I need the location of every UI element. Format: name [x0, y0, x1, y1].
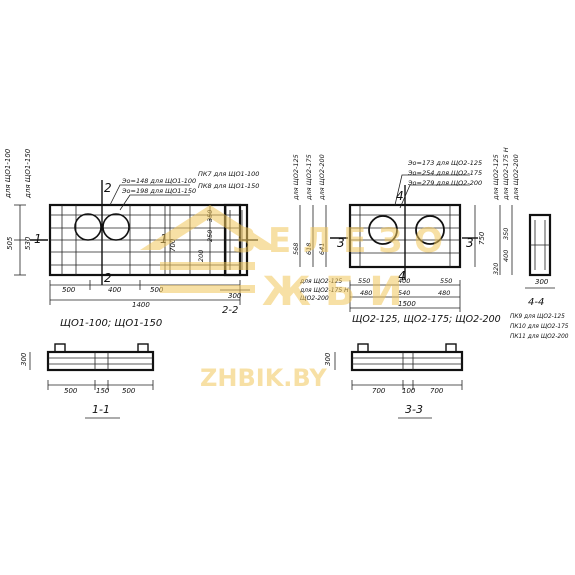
bottom-left-section-label: 1-1	[92, 403, 110, 416]
watermark-line-1: З Е Л Е З О	[232, 221, 443, 261]
section-mark-1-left: 1	[34, 232, 42, 246]
left-opening-1	[74, 213, 102, 241]
right-callout-2: Эо=254 для ЩО2-175	[407, 169, 482, 177]
section-mark-2-top: 2	[104, 181, 112, 195]
right-note-3: ЩО2-200	[300, 295, 329, 302]
right-height-label-1: для ЩО2-125	[292, 154, 300, 201]
right-dim-300: 300	[535, 278, 549, 286]
right-row2-dim-3: 480	[438, 289, 450, 297]
right-row1-dim-2: 400	[398, 277, 410, 285]
right-height-dim-1: 568	[292, 243, 300, 255]
bottom-left-dim-height: 300	[20, 352, 28, 366]
bottom-left-section-1-1	[29, 343, 155, 419]
section-mark-3-left: 3	[337, 236, 345, 250]
right-pk11-note: ПК11 для ЩО2-200	[510, 334, 569, 340]
bottom-right-dim-3: 700	[430, 387, 444, 395]
watermark: З Е Л Е З О Ж Б И ZHBIK.BY	[140, 205, 443, 392]
right-side-label-1: для ЩО2-125	[492, 154, 500, 201]
right-row2-dim-2: 540	[398, 289, 410, 297]
left-title: ЩО1-100; ЩО1-150	[60, 318, 162, 329]
right-callout-1: Эо=173 для ЩО2-125	[407, 159, 482, 167]
bottom-left-dim-2: 150	[96, 387, 110, 395]
right-note-1: для ЩО2-125	[299, 278, 342, 285]
bottom-right-dim-2: 100	[402, 387, 416, 395]
right-dim-total: 1500	[398, 300, 416, 308]
bottom-left-dim-1: 500	[64, 387, 78, 395]
left-dim-bottom-1: 500	[62, 286, 76, 294]
right-note-2: для ЩО2-175 Н	[299, 287, 349, 294]
watermark-line-2: Ж Б И	[262, 269, 403, 315]
right-pk10-note: ПК10 для ЩО2-175	[510, 324, 569, 330]
left-height-label-1: для ЩО1-100	[4, 148, 12, 199]
right-opening-2	[415, 215, 445, 245]
right-side-label-2: для ЩО2-175 Н	[502, 147, 510, 201]
right-callout-3: Эо=279 для ЩО2-200	[407, 179, 482, 187]
right-row1-dim-1: 550	[358, 277, 370, 285]
bottom-right-dim-1: 700	[372, 387, 386, 395]
left-section-2-2-label: 2-2	[222, 305, 238, 316]
right-opening-1	[368, 215, 398, 245]
section-mark-4-bottom: 4	[398, 269, 406, 283]
section-mark-4-top: 4	[396, 189, 404, 203]
right-section-4-4-label: 4-4	[528, 297, 544, 308]
bottom-left-dim-3: 500	[122, 387, 136, 395]
right-side-dim-3: 320	[492, 263, 500, 275]
section-mark-3-right: 3	[466, 236, 474, 250]
left-dim-bottom-3: 500	[150, 286, 164, 294]
left-callout-pk7: ПК7 для ЩО1-100	[198, 170, 259, 178]
left-opening-2	[102, 213, 130, 241]
left-dim-300: 300	[228, 292, 242, 300]
right-title: ЩО2-125, ЩО2-175; ЩО2-200	[352, 314, 501, 325]
watermark-house-icon	[140, 205, 280, 250]
right-height-dim-3: 641	[318, 243, 326, 255]
left-callout-pk8: ПК8 для ЩО1-150	[198, 182, 259, 190]
watermark-url: ZHBIK.BY	[200, 364, 327, 392]
left-dim-total: 1400	[132, 301, 150, 309]
left-height-dim-1: 505	[6, 236, 14, 250]
right-pk9-note: ПК9 для ЩО2-125	[510, 314, 565, 320]
right-height-label-2: для ЩО2-175	[305, 154, 313, 201]
left-height-label-2: для ЩО1-150	[24, 148, 32, 199]
right-side-label-3: для ЩО2-200	[512, 154, 520, 201]
left-dim-bottom-2: 400	[108, 286, 122, 294]
right-row1-dim-3: 550	[440, 277, 452, 285]
left-dim-v-1: 200	[197, 250, 205, 262]
right-dim-750: 750	[478, 231, 486, 245]
left-dim-700: 700	[169, 238, 177, 252]
left-height-dim-2: 530	[24, 236, 32, 250]
right-plan-view	[299, 174, 478, 312]
section-mark-2-bottom: 2	[104, 271, 112, 285]
right-side-dim-2: 400	[502, 250, 510, 262]
left-callout-1: Эо=148 для ЩО1-100	[121, 177, 196, 185]
left-callout-2: Эо=198 для ЩО1-150	[121, 187, 196, 195]
right-section-4-4	[499, 205, 555, 289]
right-side-dim-1: 350	[502, 228, 510, 240]
right-height-label-3: для ЩО2-200	[318, 154, 326, 201]
right-row2-dim-1: 480	[360, 289, 372, 297]
left-dim-v-2: 250	[206, 230, 214, 242]
bottom-right-dim-height: 300	[324, 352, 332, 366]
bottom-right-section-label: 3-3	[405, 403, 423, 416]
right-height-dim-2: 618	[305, 243, 313, 255]
bottom-right-section-3-3	[334, 343, 464, 419]
